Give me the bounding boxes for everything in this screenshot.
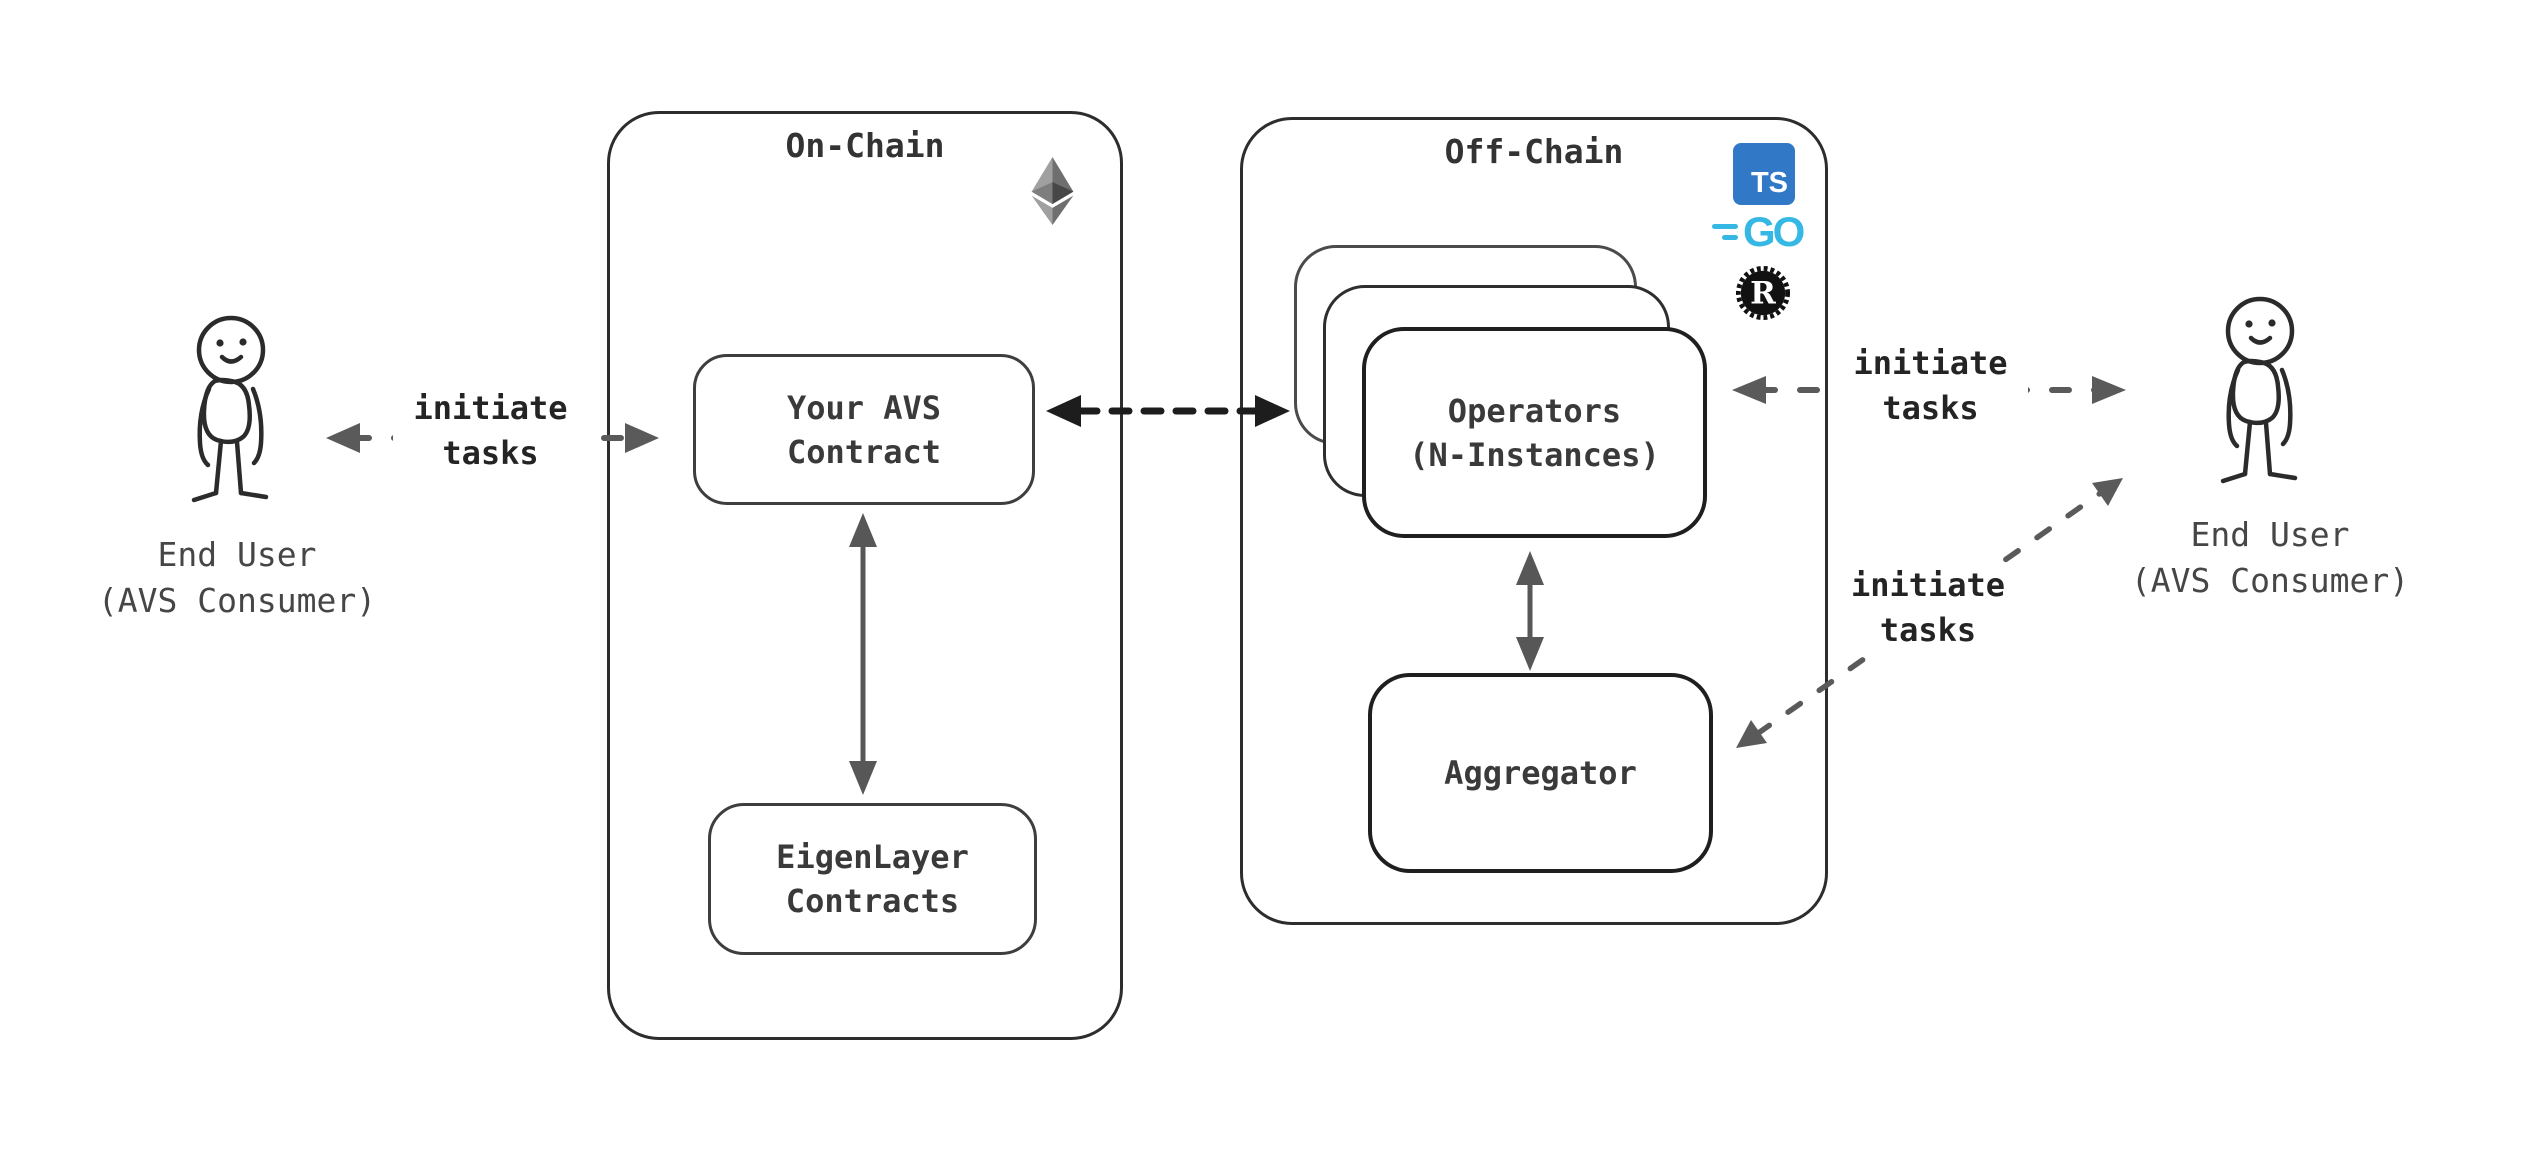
edge-label-initiate-tasks-left: initiate tasks [393,386,588,476]
edge-label-initiate-tasks-top-right: initiate tasks [1833,341,2028,431]
edge-label-initiate-tasks-diagonal: initiate tasks [1833,563,2023,653]
operators-node: Operators (N-Instances) [1362,327,1707,538]
eigenlayer-contracts-node: EigenLayer Contracts [708,803,1037,955]
svg-text:R: R [1750,276,1776,312]
aggregator-node: Aggregator [1368,673,1713,873]
node-label-line: Aggregator [1444,754,1637,792]
end-user-left-label: End User (AVS Consumer) [97,535,377,620]
ethereum-icon [1031,157,1074,225]
your-avs-contract-node: Your AVS Contract [693,354,1035,505]
node-label-line: Contract [786,432,942,471]
node-label-line: EigenLayer [776,838,969,876]
go-icon: GO [1712,211,1816,253]
end-user-right-icon [2198,294,2322,486]
rust-icon: R [1735,265,1791,321]
node-label-line: Contracts [785,882,960,920]
off-chain-label: Off-Chain [1444,132,1624,171]
node-label-line: Your AVS [786,388,942,427]
on-chain-label: On-Chain [785,126,945,165]
node-label-line: Operators [1447,391,1622,430]
go-icon-text: GO [1743,208,1805,255]
typescript-icon: TS [1733,143,1795,205]
end-user-left-icon [169,313,293,505]
node-label-line: (N-Instances) [1409,435,1660,474]
end-user-right-label: End User (AVS Consumer) [2130,515,2410,600]
go-speed-lines [1712,224,1738,240]
typescript-icon-text: TS [1750,167,1788,199]
